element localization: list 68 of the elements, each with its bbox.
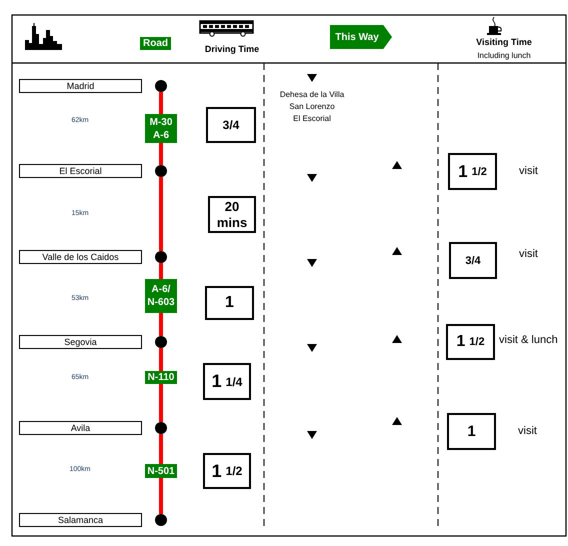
road-line <box>159 177 163 251</box>
route-number: N-501 <box>147 464 175 478</box>
driving-time-box <box>203 363 251 400</box>
visit-note: visit <box>519 248 538 260</box>
visiting-time-box <box>449 242 497 279</box>
direction-sign <box>330 25 392 49</box>
time-value: 1 <box>212 460 222 482</box>
place-name: El Escorial <box>293 114 331 123</box>
time-value: 1 <box>467 423 476 440</box>
time-value: 1 <box>212 371 222 392</box>
driving-time-box <box>206 107 256 143</box>
stop-marker <box>155 514 167 526</box>
stop-marker <box>155 422 167 434</box>
road-sign <box>145 371 177 384</box>
sign-text: This Way <box>335 30 379 44</box>
time-value: 1 <box>458 162 468 182</box>
place-name-box <box>19 513 142 527</box>
stop-marker <box>155 165 167 177</box>
place-name-box <box>19 79 142 93</box>
road-sign <box>140 37 171 50</box>
route-number: N-110 <box>148 371 174 384</box>
route-number: A-6/ N-603 <box>146 283 176 309</box>
visiting-time-box <box>447 413 496 450</box>
place-name: San Lorenzo <box>289 102 335 111</box>
column-heading: Driving Time <box>204 44 260 54</box>
place-name-box <box>19 421 142 435</box>
place-name: Madrid <box>66 81 94 91</box>
fraction-text: 1/2 <box>469 336 485 348</box>
fraction-text: 1/4 <box>226 374 242 388</box>
time-value: 20 mins <box>216 198 248 230</box>
place-name: Dehesa de la Villa <box>280 90 344 99</box>
stop-marker <box>155 251 167 263</box>
place-name-box <box>19 335 142 349</box>
visiting-time-box <box>446 324 495 360</box>
driving-time-box <box>205 286 254 320</box>
driving-time-box <box>203 453 251 489</box>
route-number: Road <box>143 37 168 50</box>
place-name: Valle de los Caidos <box>42 252 119 262</box>
visiting-time-box <box>448 153 497 190</box>
place-name: Segovia <box>64 337 97 347</box>
road-line <box>159 92 163 114</box>
place-name: El Escorial <box>59 166 102 176</box>
stop-marker <box>155 336 167 348</box>
place-name: Avila <box>70 423 90 433</box>
time-value: 1 <box>456 333 466 351</box>
stop-marker <box>155 80 167 92</box>
visit-note: visit & lunch <box>499 334 558 346</box>
route-number: M-30 A-6 <box>148 116 174 142</box>
column-heading: Visiting Time <box>476 37 532 47</box>
road-line <box>159 313 163 336</box>
visit-note: visit <box>518 425 537 437</box>
time-value: 3/4 <box>222 118 240 132</box>
column-subheading: Including lunch <box>477 51 531 60</box>
road-line <box>159 143 163 165</box>
place-name: Salamanca <box>58 515 104 525</box>
fraction-text: 1/2 <box>472 166 487 178</box>
visit-note: visit <box>519 165 538 177</box>
driving-time-box <box>208 196 256 233</box>
road-line <box>159 263 163 279</box>
road-line <box>159 478 163 514</box>
place-name-box <box>19 164 142 178</box>
time-value: 3/4 <box>465 254 481 266</box>
time-value: 1 <box>225 294 234 312</box>
road-line <box>159 348 163 371</box>
place-name-box <box>19 250 142 264</box>
road-line <box>159 434 163 464</box>
road-line <box>159 384 163 422</box>
fraction-text: 1/2 <box>226 464 242 478</box>
